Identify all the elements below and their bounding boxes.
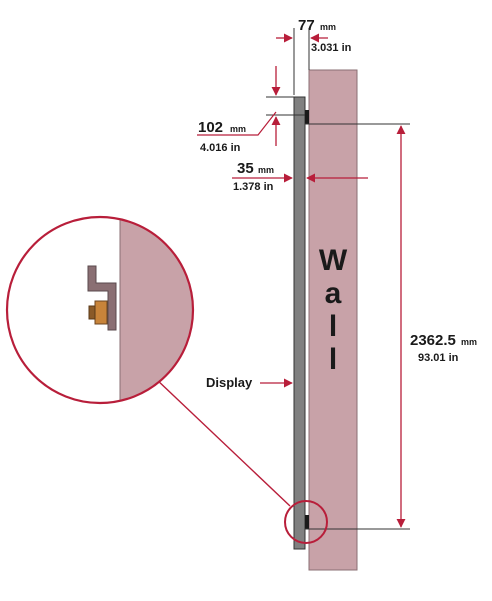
wall-letter-l1: l — [329, 310, 337, 343]
top-offset-mm: 102 — [198, 119, 223, 136]
detail-highlight-circle — [284, 500, 328, 544]
bracket-gap-unit: mm — [258, 165, 274, 175]
bracket-gap-mm: 35 — [237, 160, 254, 177]
wall — [308, 69, 358, 571]
height-in: 93.01 in — [418, 352, 459, 364]
dimension-top-offset: 102 mm 4.016 in — [197, 66, 305, 154]
display-label: Display — [206, 375, 253, 390]
bracket-gap-in: 1.378 in — [233, 181, 274, 193]
bracket-top — [305, 110, 309, 124]
detail-screw-cap — [88, 305, 96, 320]
dimension-bracket-gap: 35 mm 1.378 in — [232, 160, 368, 193]
detail-leader-line — [154, 377, 291, 507]
dimension-depth-total: 77 mm 3.031 in — [276, 17, 352, 95]
top-offset-unit: mm — [230, 124, 246, 134]
detail-screw — [94, 300, 108, 325]
depth-total-mm: 77 — [298, 17, 315, 34]
height-unit: mm — [461, 337, 477, 347]
detail-bracket — [87, 265, 117, 331]
bracket-bottom — [305, 515, 309, 529]
detail-magnifier — [5, 215, 195, 405]
wall-letter-a: a — [325, 277, 342, 310]
wall-letter-l2: l — [329, 343, 337, 376]
depth-total-in: 3.031 in — [311, 42, 352, 54]
display-callout: Display — [206, 375, 293, 390]
top-offset-in: 4.016 in — [200, 142, 241, 154]
depth-total-unit: mm — [320, 22, 336, 32]
dimension-height: 2362.5 mm 93.01 in — [305, 123, 488, 530]
height-mm: 2362.5 — [410, 332, 456, 349]
wall-letter-w: W — [319, 244, 348, 277]
display-panel — [293, 96, 306, 550]
